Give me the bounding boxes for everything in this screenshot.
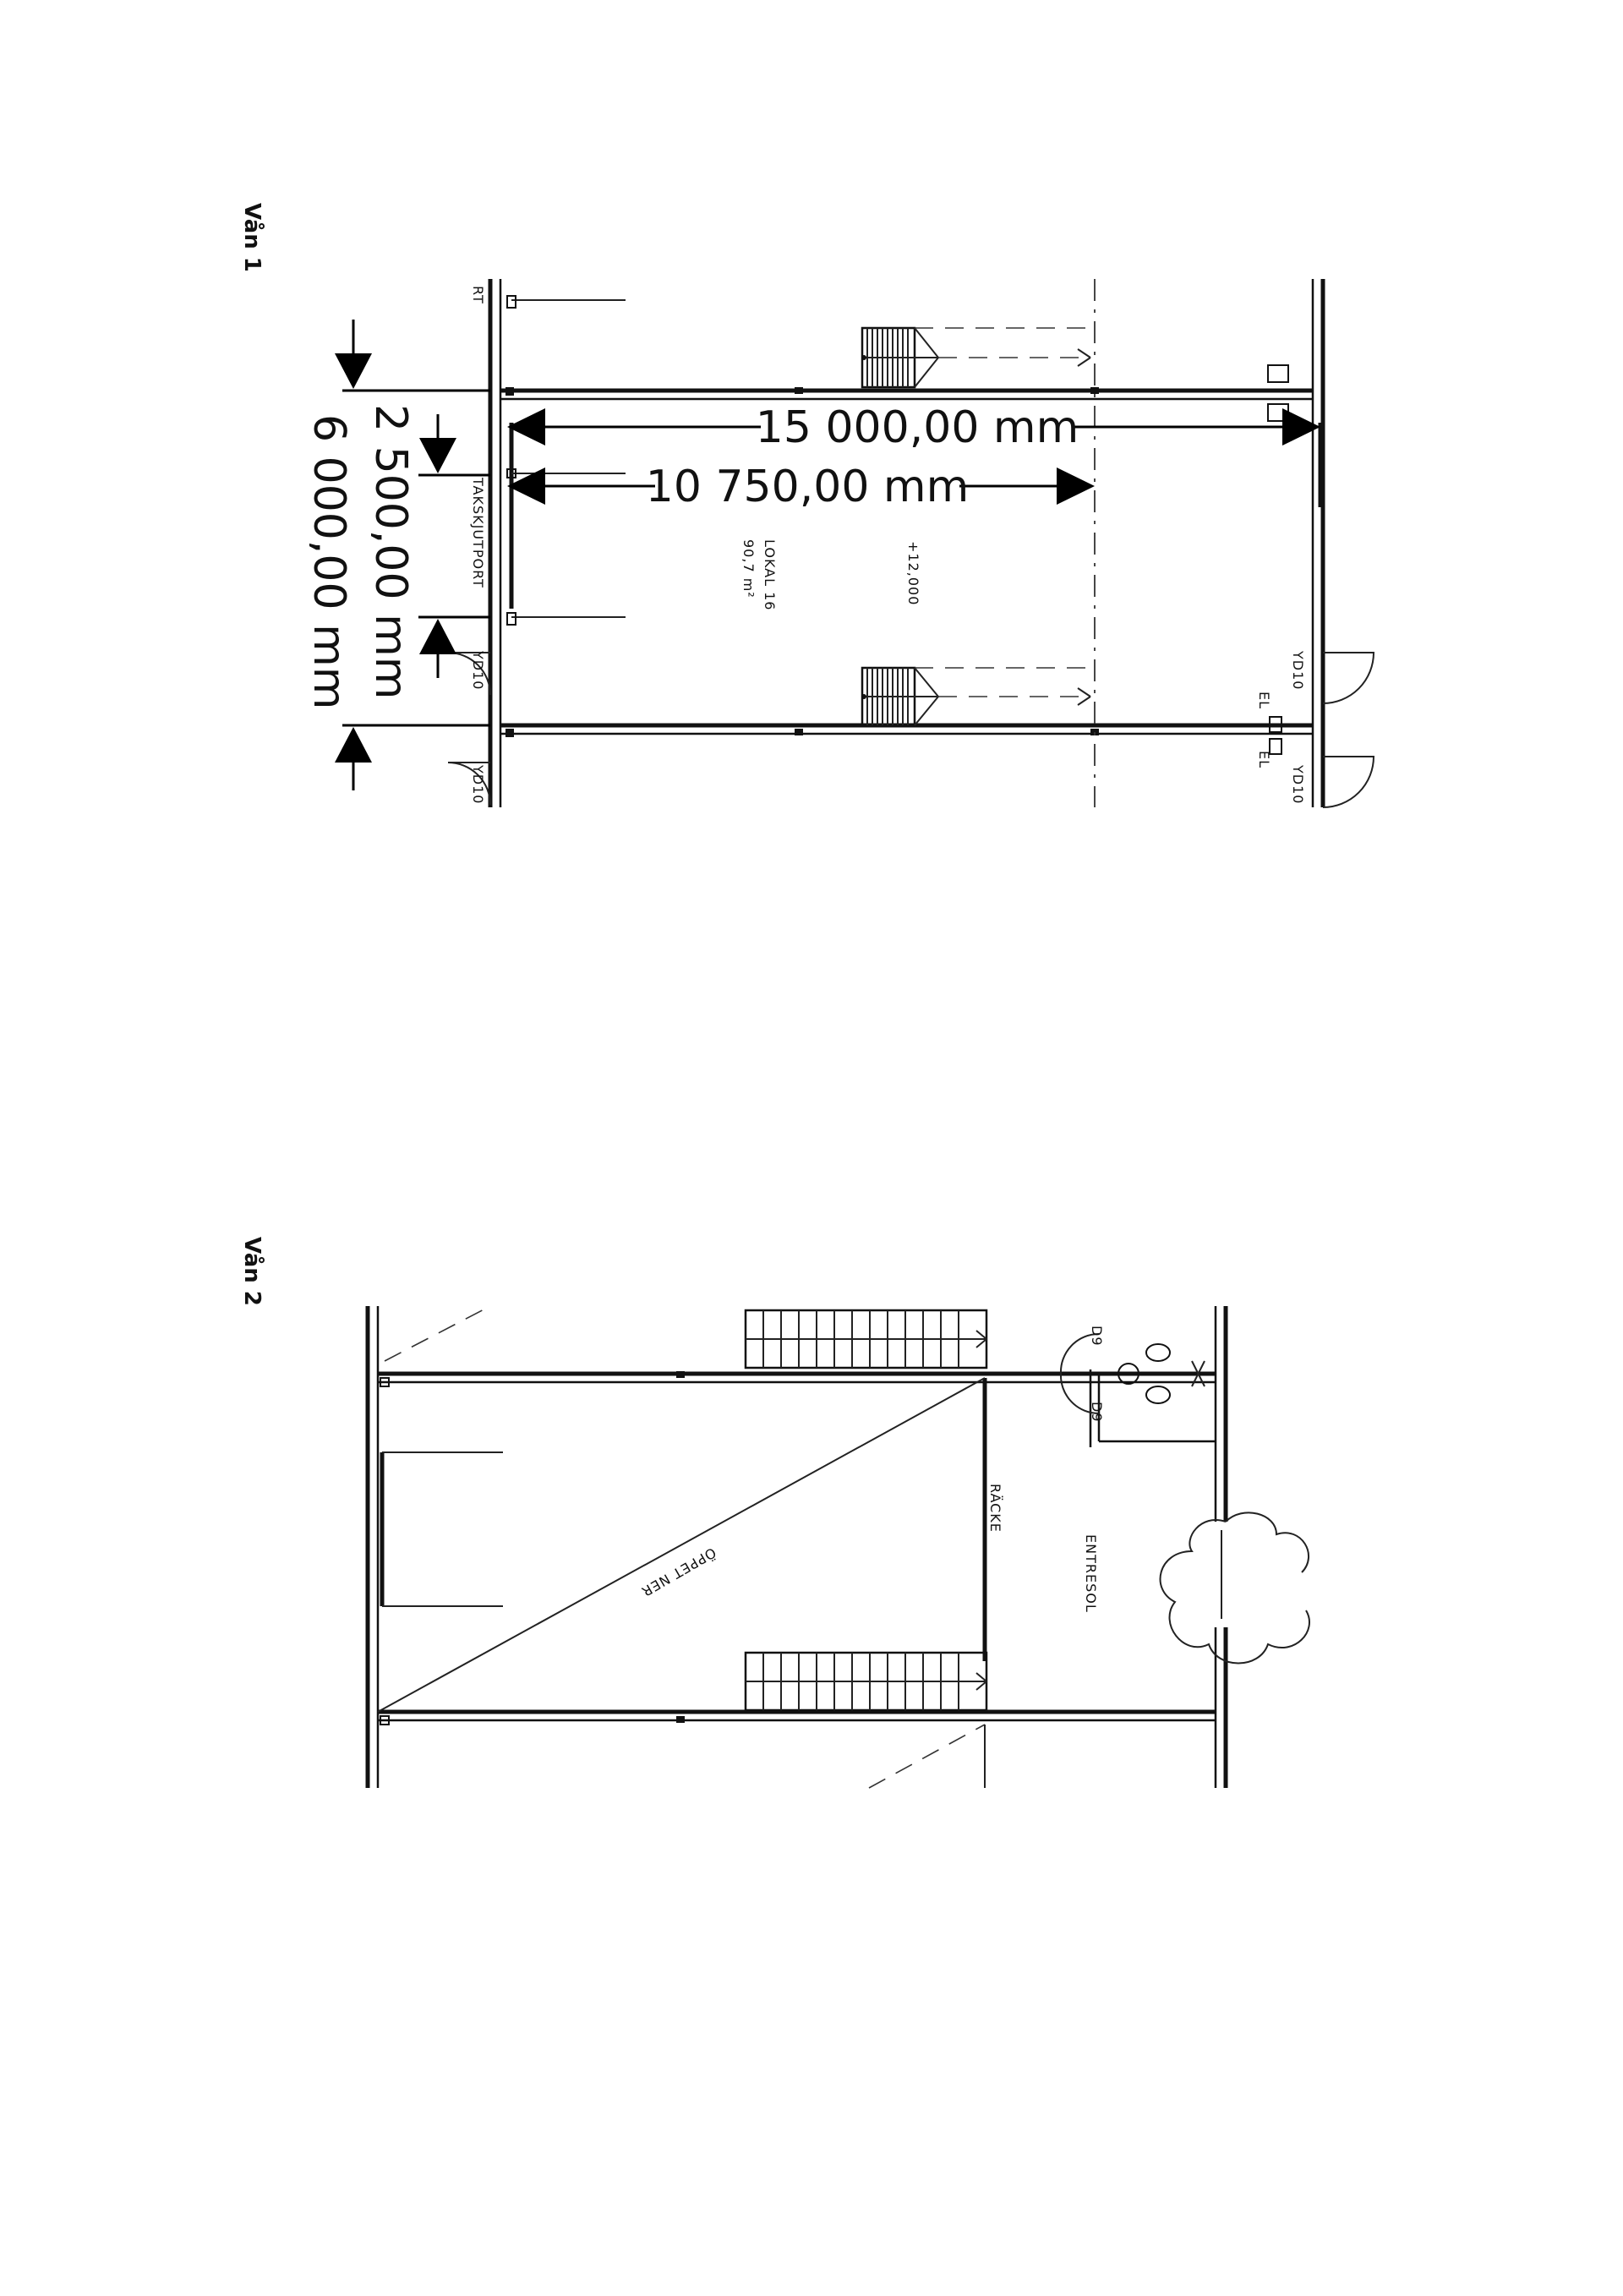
room-area: 90,7 m²: [740, 539, 757, 599]
dimension-2500: 2 500,00 mm: [365, 404, 490, 699]
door-d9-b-label: D9: [1089, 1402, 1105, 1423]
stair-bottom-2: [744, 1651, 988, 1712]
door-right-a: [1322, 652, 1375, 704]
floor-1-plan: Vån 1: [239, 203, 1375, 808]
stair-top-2: [744, 1309, 988, 1369]
dimension-2500-text: 2 500,00 mm: [365, 404, 416, 699]
room-name: LOKAL 16: [762, 539, 778, 610]
door-left-b: [447, 762, 491, 806]
floor-2-title: Vån 2: [239, 1237, 266, 1306]
dimension-10750: 10 750,00 mm: [507, 462, 1095, 512]
door-right-a-label: YD10: [1290, 650, 1306, 690]
mezzanine-label: ENTRESOL: [1083, 1534, 1099, 1613]
door-right-b-label: YD10: [1290, 764, 1306, 804]
door-left-b-label: YD10: [470, 764, 486, 804]
opening-label: ÖPPET NER: [638, 1544, 719, 1600]
el-label-a: EL: [1256, 692, 1272, 709]
dimension-6000-text: 6 000,00 mm: [303, 414, 354, 709]
stair-top: [861, 326, 1091, 389]
stair-bottom: [861, 666, 1091, 727]
dimension-10750-text: 10 750,00 mm: [646, 462, 969, 512]
wc-block: [1059, 1332, 1216, 1447]
floor-2-plan: Vån 2: [239, 1237, 1310, 1789]
port-label: TAKSKJUTPORT: [470, 477, 486, 588]
dimension-15000: 15 000,00 mm: [507, 402, 1320, 453]
floor-1-title: Vån 1: [239, 203, 266, 272]
dimension-6000: 6 000,00 mm: [303, 320, 490, 790]
door-d9-a-label: D9: [1089, 1326, 1105, 1347]
tree-symbol: [1159, 1512, 1310, 1665]
railing-label: RÄCKE: [987, 1484, 1003, 1533]
door-left-a-label: YD10: [470, 650, 486, 690]
door-right-b: [1322, 756, 1375, 808]
port-cut-label: RT: [470, 286, 486, 304]
floor-level: +12,000: [905, 541, 921, 605]
opening-diagonal: [377, 1377, 986, 1713]
el-label-b: EL: [1256, 751, 1272, 768]
dimension-15000-text: 15 000,00 mm: [756, 402, 1079, 453]
